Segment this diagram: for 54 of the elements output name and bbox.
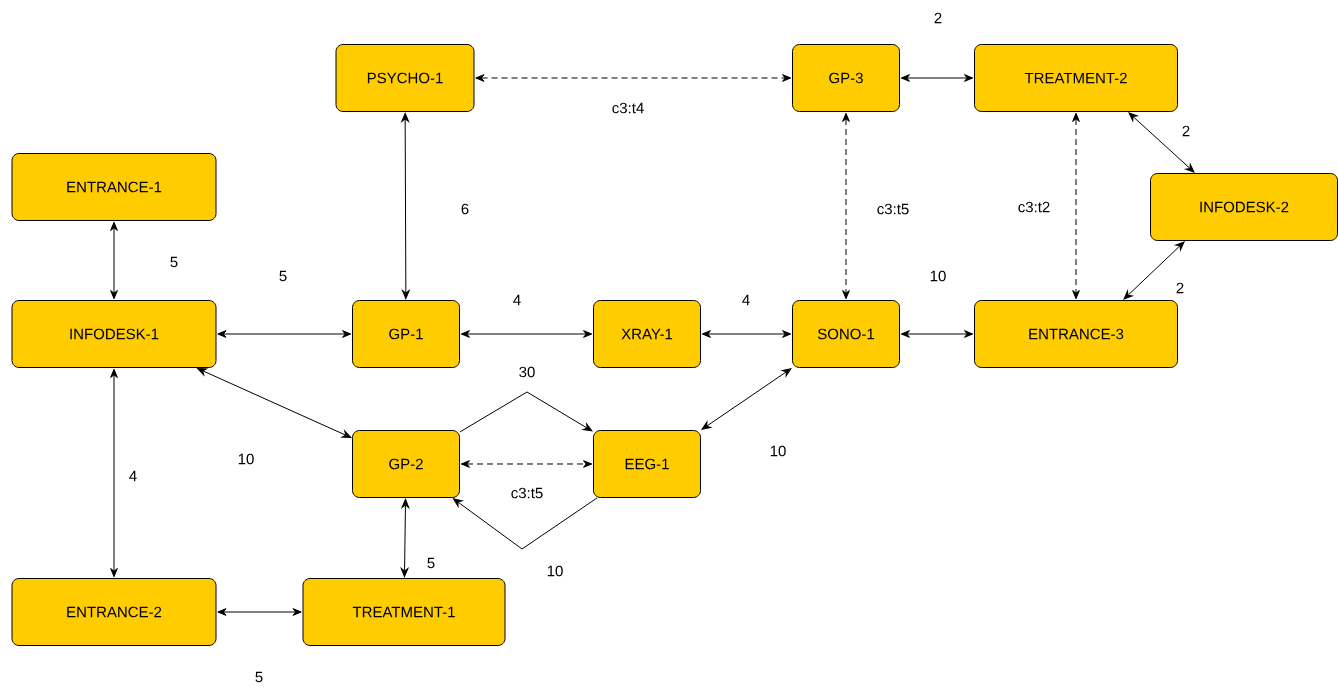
process-box: GP-3	[792, 44, 900, 112]
arrow	[401, 112, 410, 300]
edge-label: 5	[277, 269, 289, 283]
arrow	[197, 368, 352, 438]
arrow	[217, 608, 302, 616]
arrow	[1072, 112, 1080, 300]
arrow	[842, 112, 850, 300]
process-box: INFODESK-1	[11, 300, 217, 368]
edge-label: c3:t5	[509, 486, 545, 500]
arrow	[110, 221, 118, 300]
edge-label: 30	[517, 365, 537, 379]
arrow	[701, 368, 792, 430]
arrow	[400, 498, 410, 578]
edge-label: 2	[932, 11, 944, 25]
arrow	[459, 391, 593, 433]
edge-label: 4	[740, 293, 752, 307]
process-box: XRAY-1	[593, 300, 701, 368]
process-box: ENTRANCE-1	[11, 153, 217, 221]
arrow	[460, 330, 593, 338]
arrow	[453, 497, 598, 550]
process-box: GP-2	[352, 430, 460, 498]
edge-label: 5	[168, 255, 180, 269]
process-box: TREATMENT-2	[974, 44, 1178, 112]
arrow	[1128, 112, 1195, 173]
edge-label: 6	[459, 202, 471, 216]
process-box: ENTRANCE-2	[11, 578, 217, 646]
edge-label: 2	[1174, 281, 1186, 295]
edge-label: 5	[253, 670, 265, 684]
arrow	[701, 330, 792, 338]
edge-label: 5	[425, 556, 437, 570]
process-box: INFODESK-2	[1150, 173, 1338, 241]
edge-label: 4	[127, 469, 139, 483]
edge-label: 2	[1180, 124, 1192, 138]
arrow	[110, 368, 118, 578]
arrow	[460, 460, 593, 468]
process-box: EEG-1	[593, 430, 701, 498]
edge-label: c3:t5	[875, 202, 911, 216]
edge-label: 10	[768, 444, 788, 458]
edge-label: c3:t4	[610, 101, 646, 115]
edge-label: 10	[928, 269, 948, 283]
process-box: TREATMENT-1	[302, 578, 506, 646]
arrow	[1123, 241, 1185, 300]
arrow	[475, 74, 792, 82]
arrow	[217, 330, 352, 338]
edge-label: 10	[236, 452, 256, 466]
edge-label: 4	[511, 293, 523, 307]
edge-label: 10	[545, 564, 565, 578]
process-box: ENTRANCE-3	[974, 300, 1178, 368]
arrow	[900, 330, 974, 338]
arrow	[900, 74, 974, 82]
edge-label: c3:t2	[1016, 200, 1052, 214]
process-box: PSYCHO-1	[335, 44, 475, 112]
process-box: GP-1	[352, 300, 460, 368]
process-box: SONO-1	[792, 300, 900, 368]
